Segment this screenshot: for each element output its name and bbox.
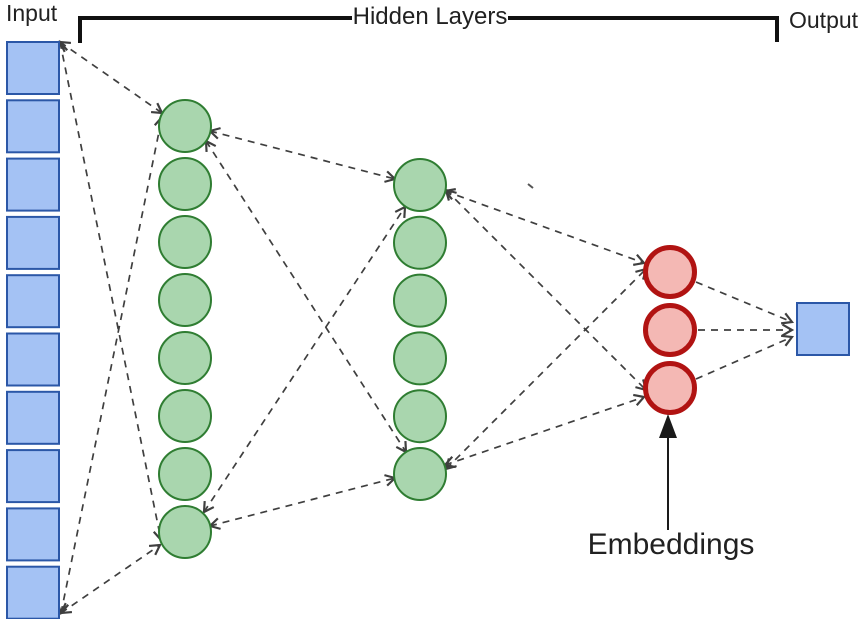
connector-line — [202, 205, 407, 514]
stray-mark — [527, 183, 534, 189]
hidden1-node — [158, 505, 212, 559]
hidden-layers-bracket — [78, 16, 779, 43]
connector-line — [444, 188, 648, 392]
hidden1-node — [158, 273, 212, 327]
hidden-layers-label: Hidden Layers — [352, 3, 508, 30]
hidden2-node — [393, 331, 447, 386]
input-label: Input — [6, 0, 58, 26]
hidden2-node — [393, 447, 447, 501]
input-node — [6, 274, 60, 329]
hidden1-node — [158, 99, 212, 153]
connector-line — [442, 188, 647, 266]
embedding-node — [643, 245, 697, 299]
connector-line — [207, 127, 398, 183]
input-node — [6, 565, 60, 619]
hidden1-node — [158, 447, 212, 501]
hidden2-node — [393, 389, 447, 444]
input-node — [6, 99, 60, 154]
output-label: Output — [789, 7, 859, 33]
embedding-node — [643, 303, 697, 357]
input-node — [6, 157, 60, 212]
connector-line — [56, 114, 167, 616]
input-node — [6, 332, 60, 387]
input-node — [6, 507, 60, 562]
output-node — [796, 302, 850, 356]
hidden2-node — [393, 158, 447, 212]
connector-line — [442, 393, 647, 469]
connector-line — [695, 334, 795, 380]
connector-line — [59, 543, 162, 615]
input-node — [6, 41, 60, 95]
connector-line — [207, 474, 398, 530]
connector-line — [55, 39, 166, 543]
hidden2-node — [393, 273, 447, 328]
embeddings-label: Embeddings — [587, 528, 755, 561]
hidden1-node — [158, 389, 212, 443]
hidden1-node — [158, 157, 212, 211]
input-node — [6, 215, 60, 270]
hidden2-node — [393, 215, 447, 270]
embedding-node — [643, 361, 697, 415]
hidden1-node — [158, 331, 212, 385]
input-node — [6, 449, 60, 504]
connector-line — [204, 139, 408, 454]
embeddings-arrowhead-icon — [659, 414, 677, 438]
connector-line — [444, 267, 648, 471]
hidden1-node — [158, 215, 212, 269]
input-node — [6, 390, 60, 445]
connector-line — [58, 40, 164, 115]
connector-line — [695, 281, 795, 325]
